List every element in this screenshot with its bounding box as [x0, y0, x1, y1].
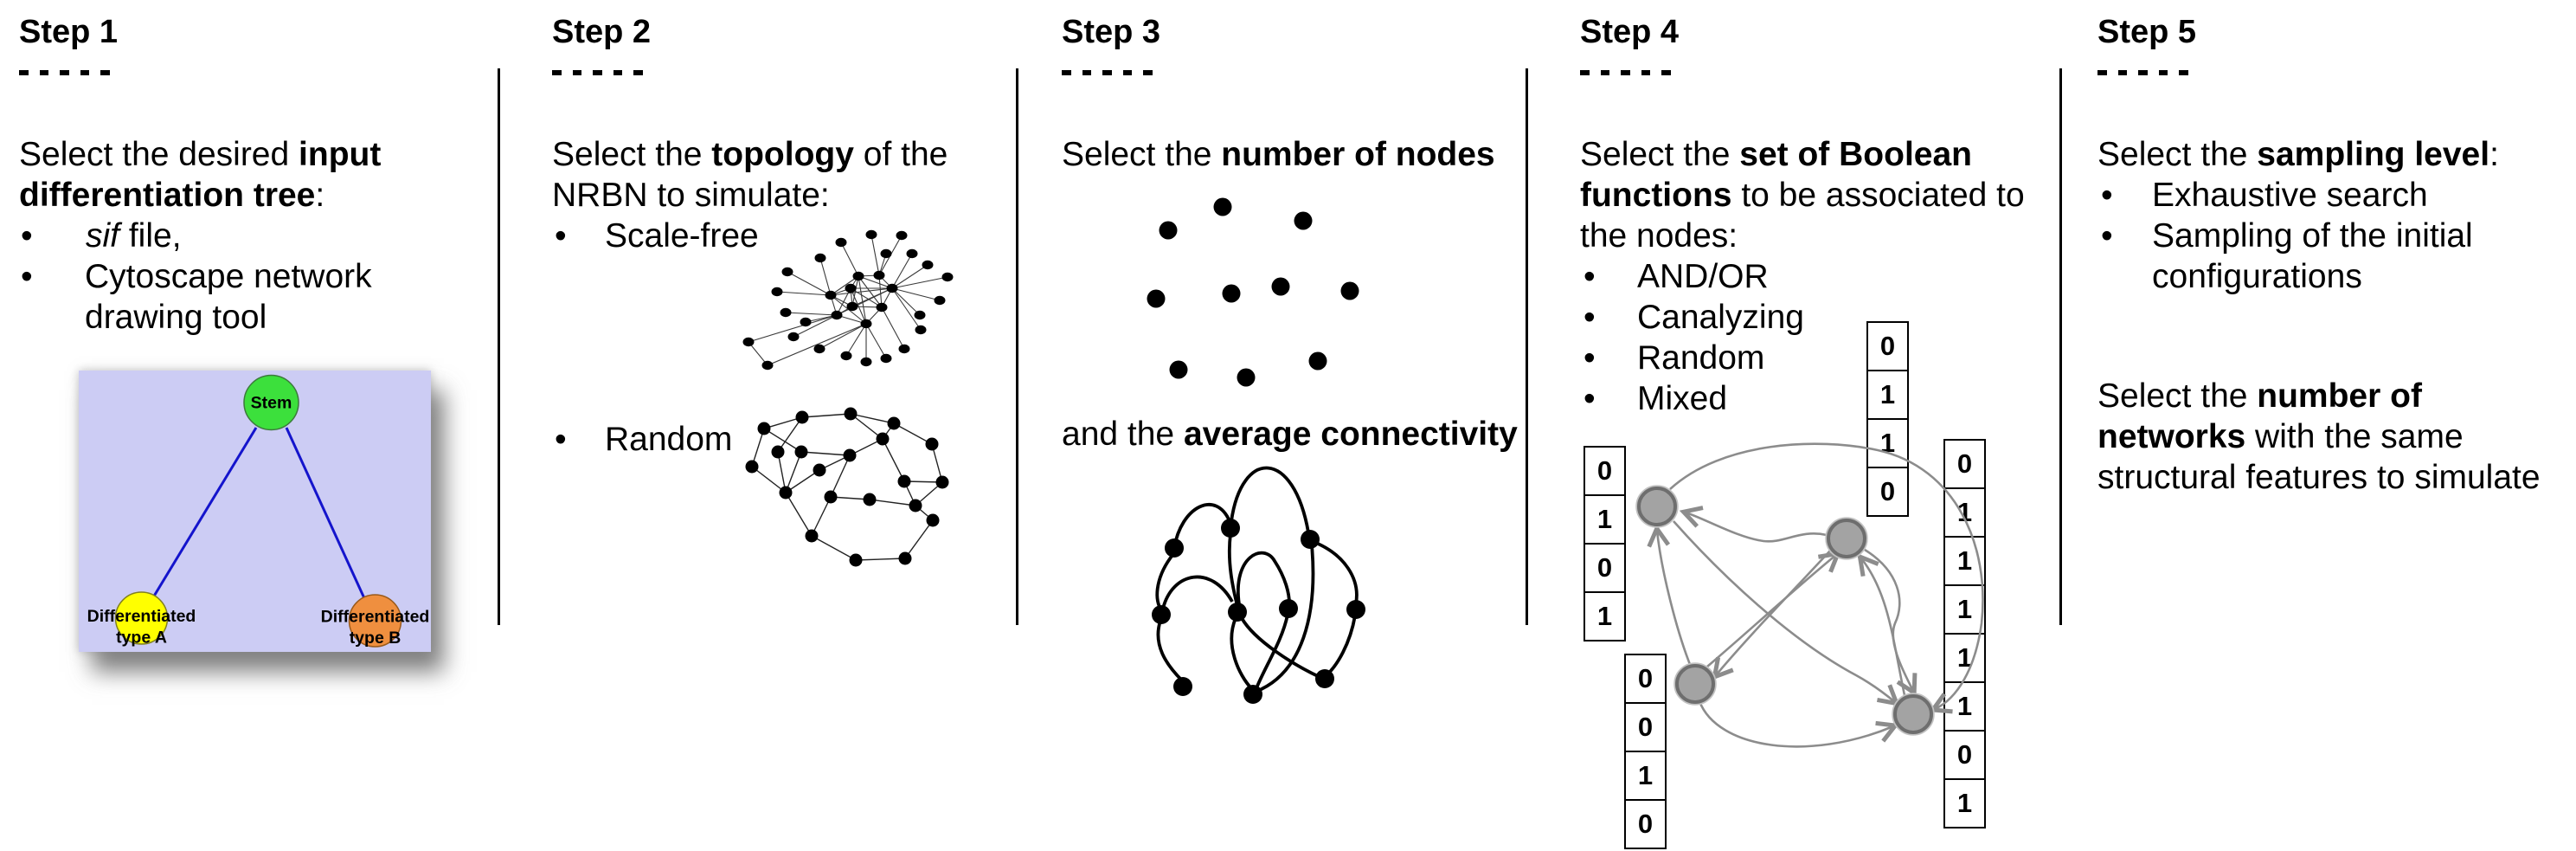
svg-text:Stem: Stem: [251, 394, 292, 413]
svg-text:Differentiated: Differentiated: [87, 607, 196, 626]
svg-text:type B: type B: [350, 629, 401, 648]
svg-text:type A: type A: [116, 629, 167, 648]
svg-text:Differentiated: Differentiated: [321, 608, 430, 627]
